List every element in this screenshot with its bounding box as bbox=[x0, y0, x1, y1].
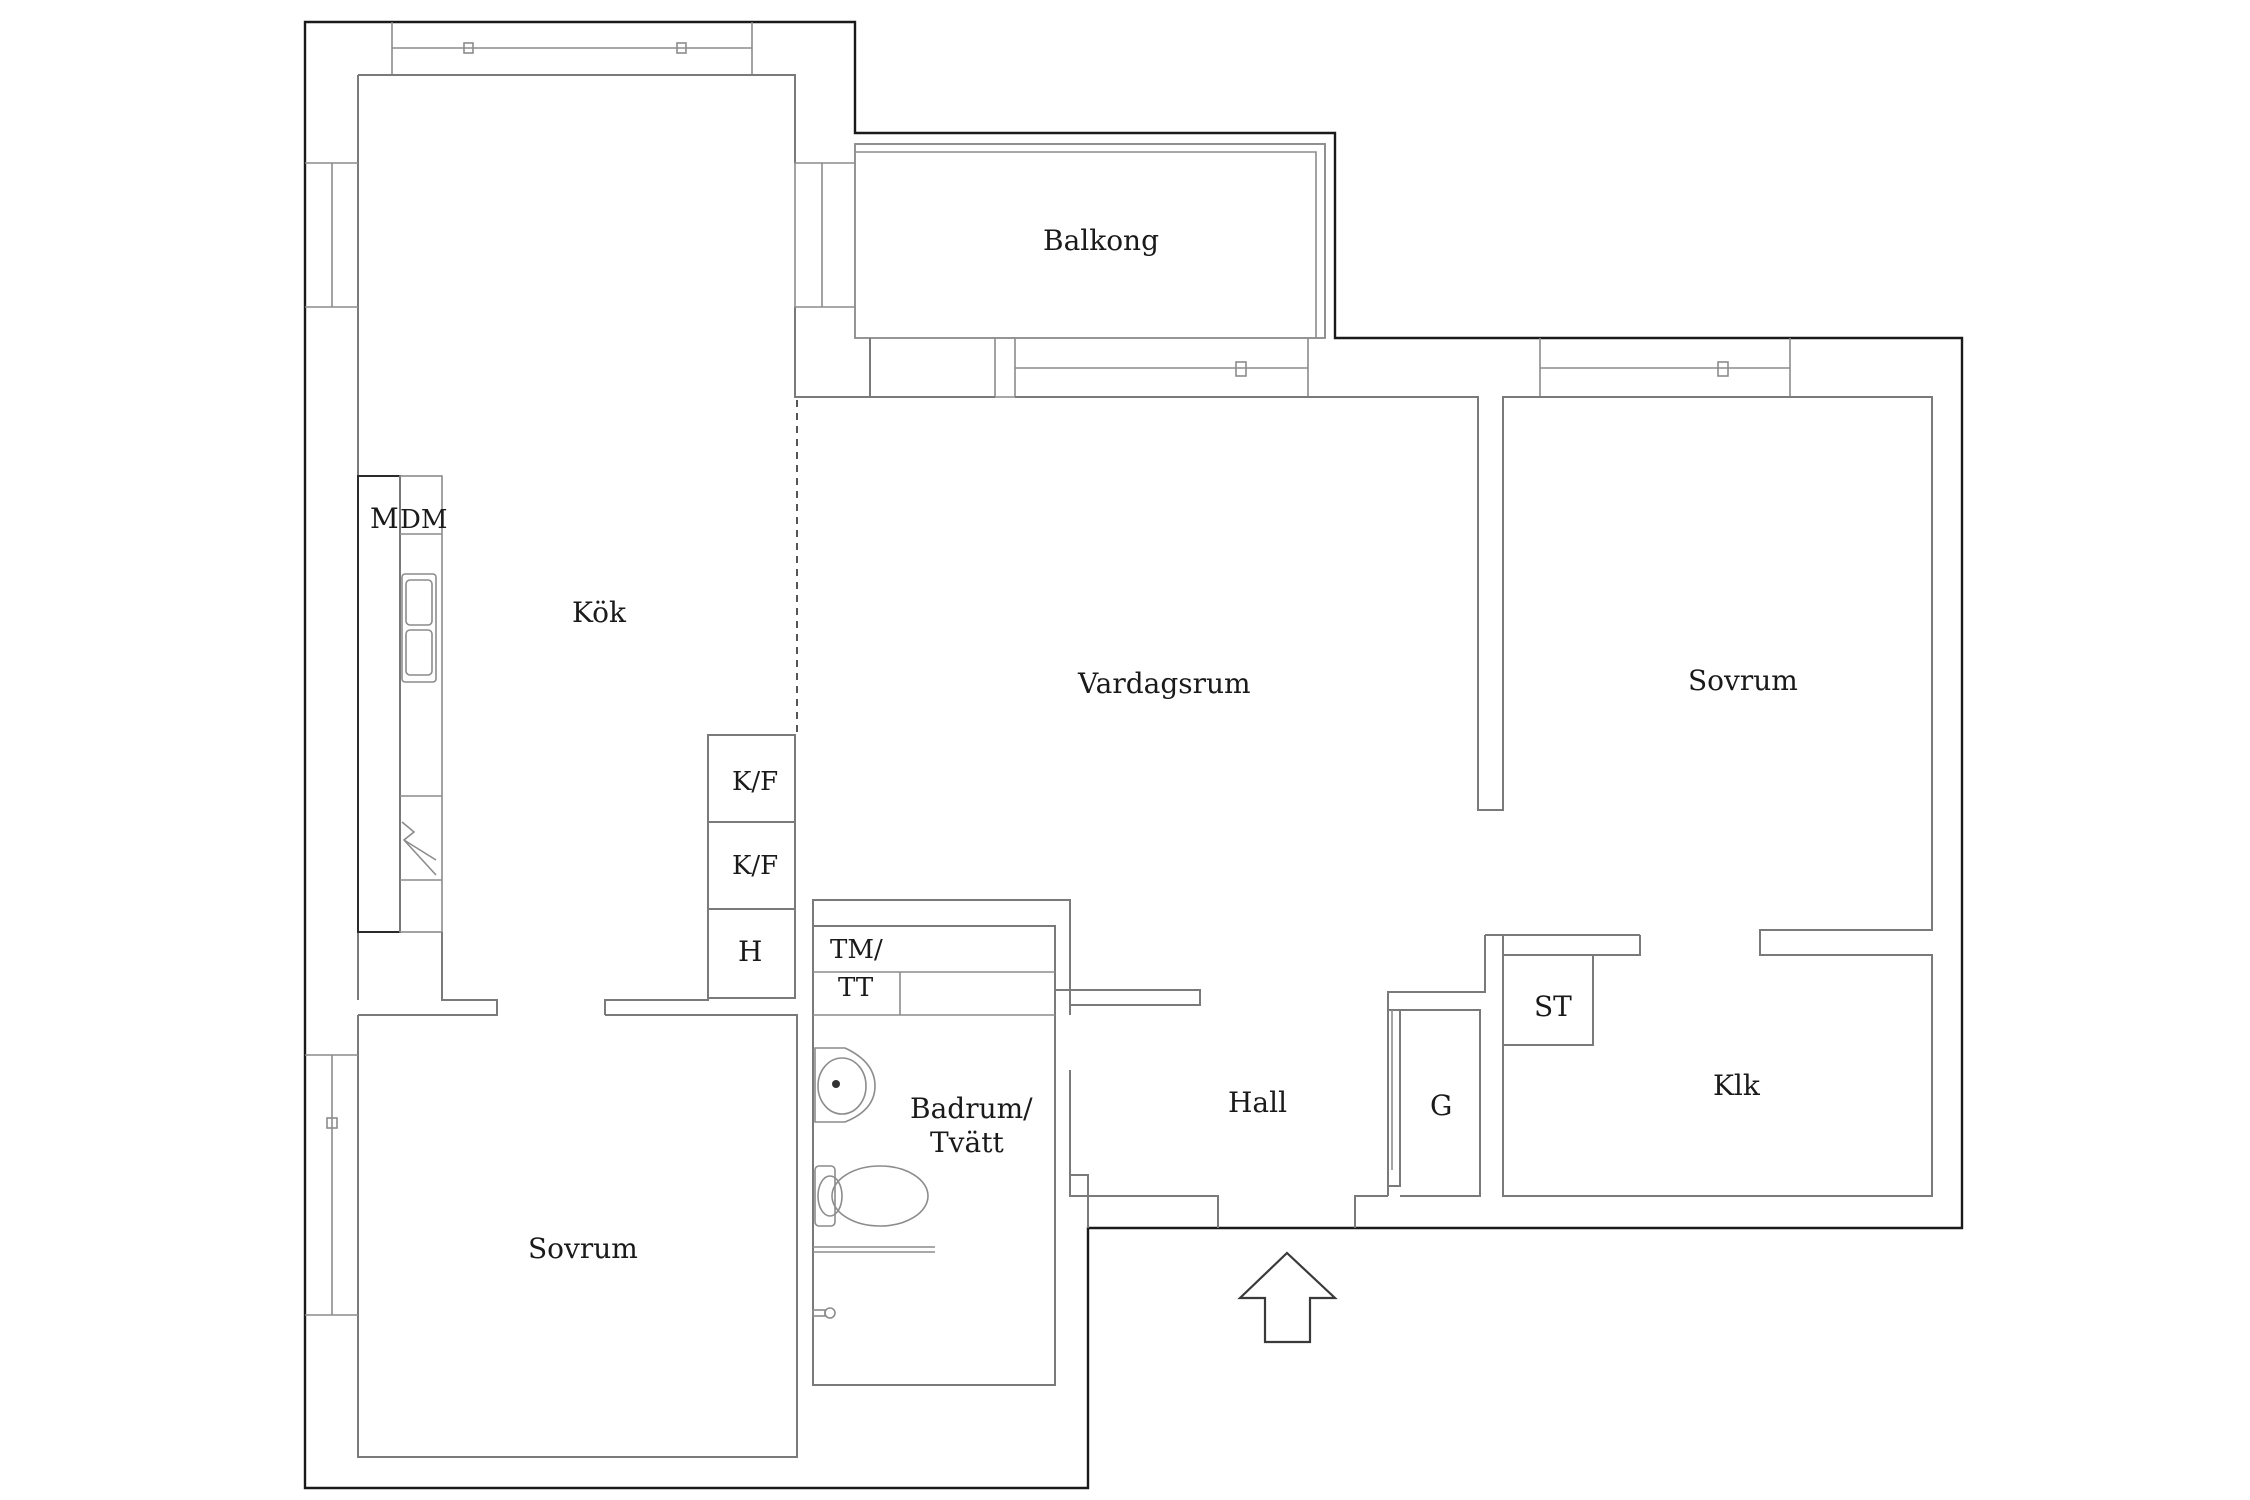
storage-label: ST bbox=[1534, 990, 1572, 1023]
kitchen-label: Kök bbox=[572, 596, 627, 629]
window-kitchen-top bbox=[391, 22, 753, 75]
bedroom-right-label: Sovrum bbox=[1688, 664, 1798, 697]
entrance-arrow-icon bbox=[1237, 1251, 1338, 1344]
balcony bbox=[854, 143, 1326, 339]
living-room-label: Vardagsrum bbox=[1077, 667, 1251, 700]
microwave-label: M bbox=[370, 502, 399, 535]
kitchen-sink-icon bbox=[401, 573, 437, 683]
bathroom: TM/ TT Badrum/ Tvätt bbox=[812, 899, 1071, 1386]
stove-icon bbox=[401, 821, 437, 876]
outer-wall bbox=[303, 20, 1964, 1490]
faucet-icon bbox=[812, 1307, 836, 1319]
window-living bbox=[994, 338, 1479, 398]
window-bedroom-left bbox=[305, 1054, 358, 1316]
washer-dryer-label-2: TT bbox=[838, 973, 874, 1003]
tall-cabinet-label: H bbox=[738, 935, 762, 968]
washer-dryer-label-1: TM/ bbox=[830, 935, 883, 965]
bedroom-left-label: Sovrum bbox=[528, 1232, 638, 1265]
kitchen-walls bbox=[305, 74, 871, 1000]
dishwasher-label: DM bbox=[400, 505, 447, 535]
hall-label: Hall bbox=[1228, 1086, 1287, 1119]
interior-walls bbox=[870, 396, 1933, 1228]
wardrobe-label: G bbox=[1430, 1089, 1452, 1122]
balcony-label: Balkong bbox=[1043, 224, 1159, 257]
toilet-icon bbox=[813, 1165, 935, 1253]
walk-in-closet-label: Klk bbox=[1713, 1069, 1761, 1102]
sink-icon bbox=[814, 1047, 876, 1123]
kitchen-counter: M DM bbox=[357, 475, 447, 933]
bathroom-label-2: Tvätt bbox=[930, 1126, 1004, 1159]
kitchen-bedroom-divider bbox=[357, 932, 798, 1458]
window-bedroom-right bbox=[1539, 338, 1791, 398]
fridge-freezer-label-1: K/F bbox=[732, 767, 778, 797]
fridge-freezer-label-2: K/F bbox=[732, 851, 778, 881]
bathroom-label-1: Badrum/ bbox=[910, 1092, 1033, 1125]
kitchen-tall-units: K/F K/F H bbox=[707, 734, 796, 999]
